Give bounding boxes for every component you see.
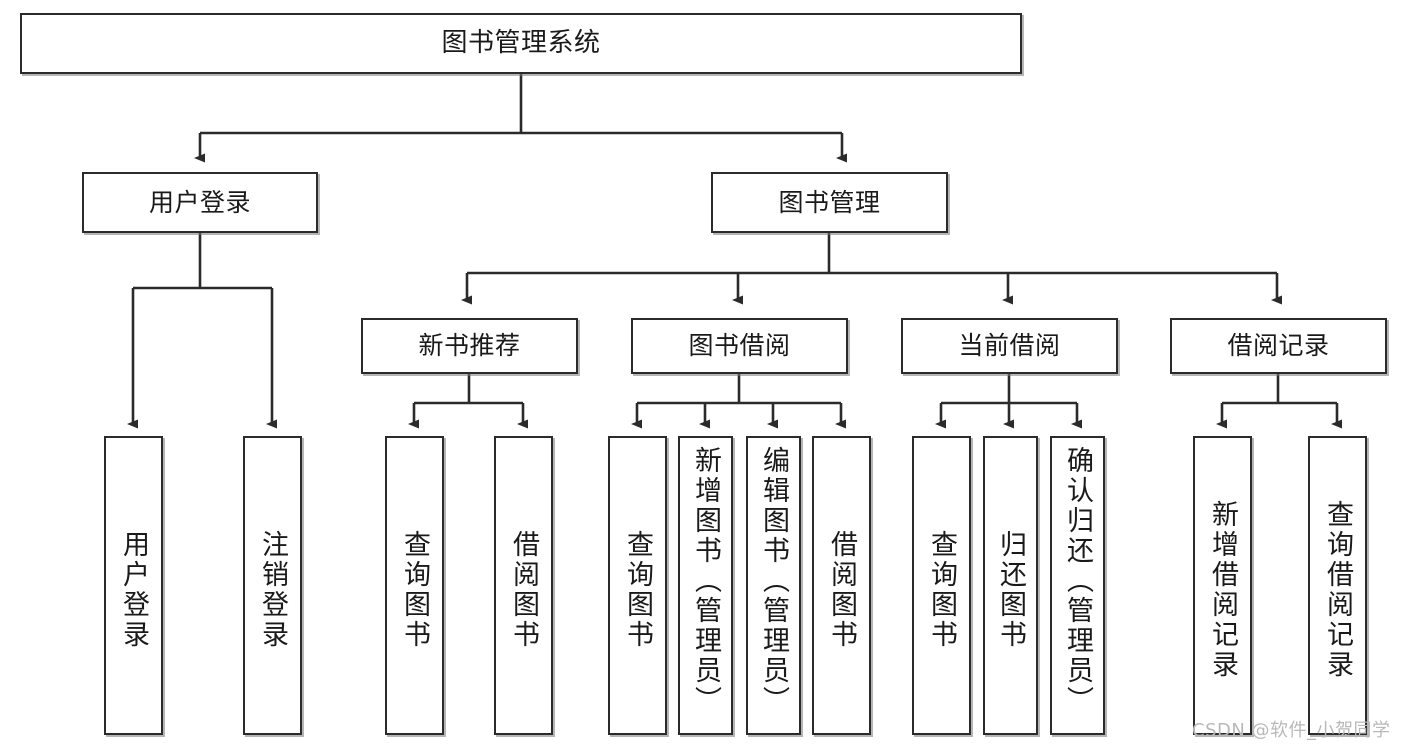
node-label: 查询图书 (622, 529, 653, 650)
node-book-borrow[interactable]: 图书借阅 (631, 318, 848, 374)
node-borrow-record[interactable]: 借阅记录 (1170, 318, 1387, 374)
node-book-management[interactable]: 图书管理 (711, 172, 948, 233)
leaf-user-login-login[interactable]: 用户登录 (104, 436, 163, 735)
node-user-login[interactable]: 用户登录 (82, 172, 318, 233)
node-current-borrow[interactable]: 当前借阅 (901, 318, 1118, 374)
leaf-recommend-borrow-book[interactable]: 借阅图书 (494, 436, 553, 735)
leaf-current-return-book[interactable]: 归还图书 (983, 436, 1038, 735)
leaf-current-query-book[interactable]: 查询图书 (912, 436, 971, 735)
node-label: 用户登录 (118, 529, 149, 650)
node-label: 归还图书 (995, 529, 1026, 650)
leaf-user-login-logout[interactable]: 注销登录 (243, 436, 302, 735)
node-label: 当前借阅 (958, 331, 1061, 360)
node-label: 新书推荐 (418, 331, 521, 360)
leaf-current-confirm-return-admin[interactable]: 确认归还（管理员） (1050, 436, 1105, 735)
leaf-borrow-edit-book-admin[interactable]: 编辑图书（管理员） (746, 436, 801, 735)
node-label: 图书管理系统 (441, 27, 601, 58)
node-label: 注销登录 (257, 529, 288, 650)
leaf-recommend-query-book[interactable]: 查询图书 (385, 436, 444, 735)
node-label: 查询借阅记录 (1322, 499, 1353, 680)
leaf-borrow-borrow-book[interactable]: 借阅图书 (812, 436, 871, 735)
node-label: 借阅图书 (826, 529, 857, 650)
node-label: 用户登录 (148, 187, 251, 217)
leaf-borrow-add-book-admin[interactable]: 新增图书（管理员） (678, 436, 733, 735)
leaf-borrow-query-book[interactable]: 查询图书 (608, 436, 667, 735)
csdn-watermark: CSDN @软件_小贺同学 (1192, 720, 1391, 741)
node-label: 借阅图书 (508, 529, 539, 650)
node-label: 新增借阅记录 (1207, 499, 1238, 680)
leaf-record-add-record[interactable]: 新增借阅记录 (1193, 436, 1252, 735)
node-root-system[interactable]: 图书管理系统 (20, 13, 1022, 74)
node-new-book-recommend[interactable]: 新书推荐 (361, 318, 578, 374)
node-label: 查询图书 (399, 529, 430, 650)
leaf-record-query-record[interactable]: 查询借阅记录 (1308, 436, 1367, 735)
node-label: 图书借阅 (688, 331, 791, 360)
node-label: 编辑图书（管理员） (758, 446, 789, 716)
node-label: 图书管理 (778, 187, 881, 217)
node-label: 借阅记录 (1227, 331, 1330, 360)
node-label: 新增图书（管理员） (690, 446, 721, 716)
node-label: 查询图书 (926, 529, 957, 650)
node-label: 确认归还（管理员） (1062, 446, 1093, 716)
